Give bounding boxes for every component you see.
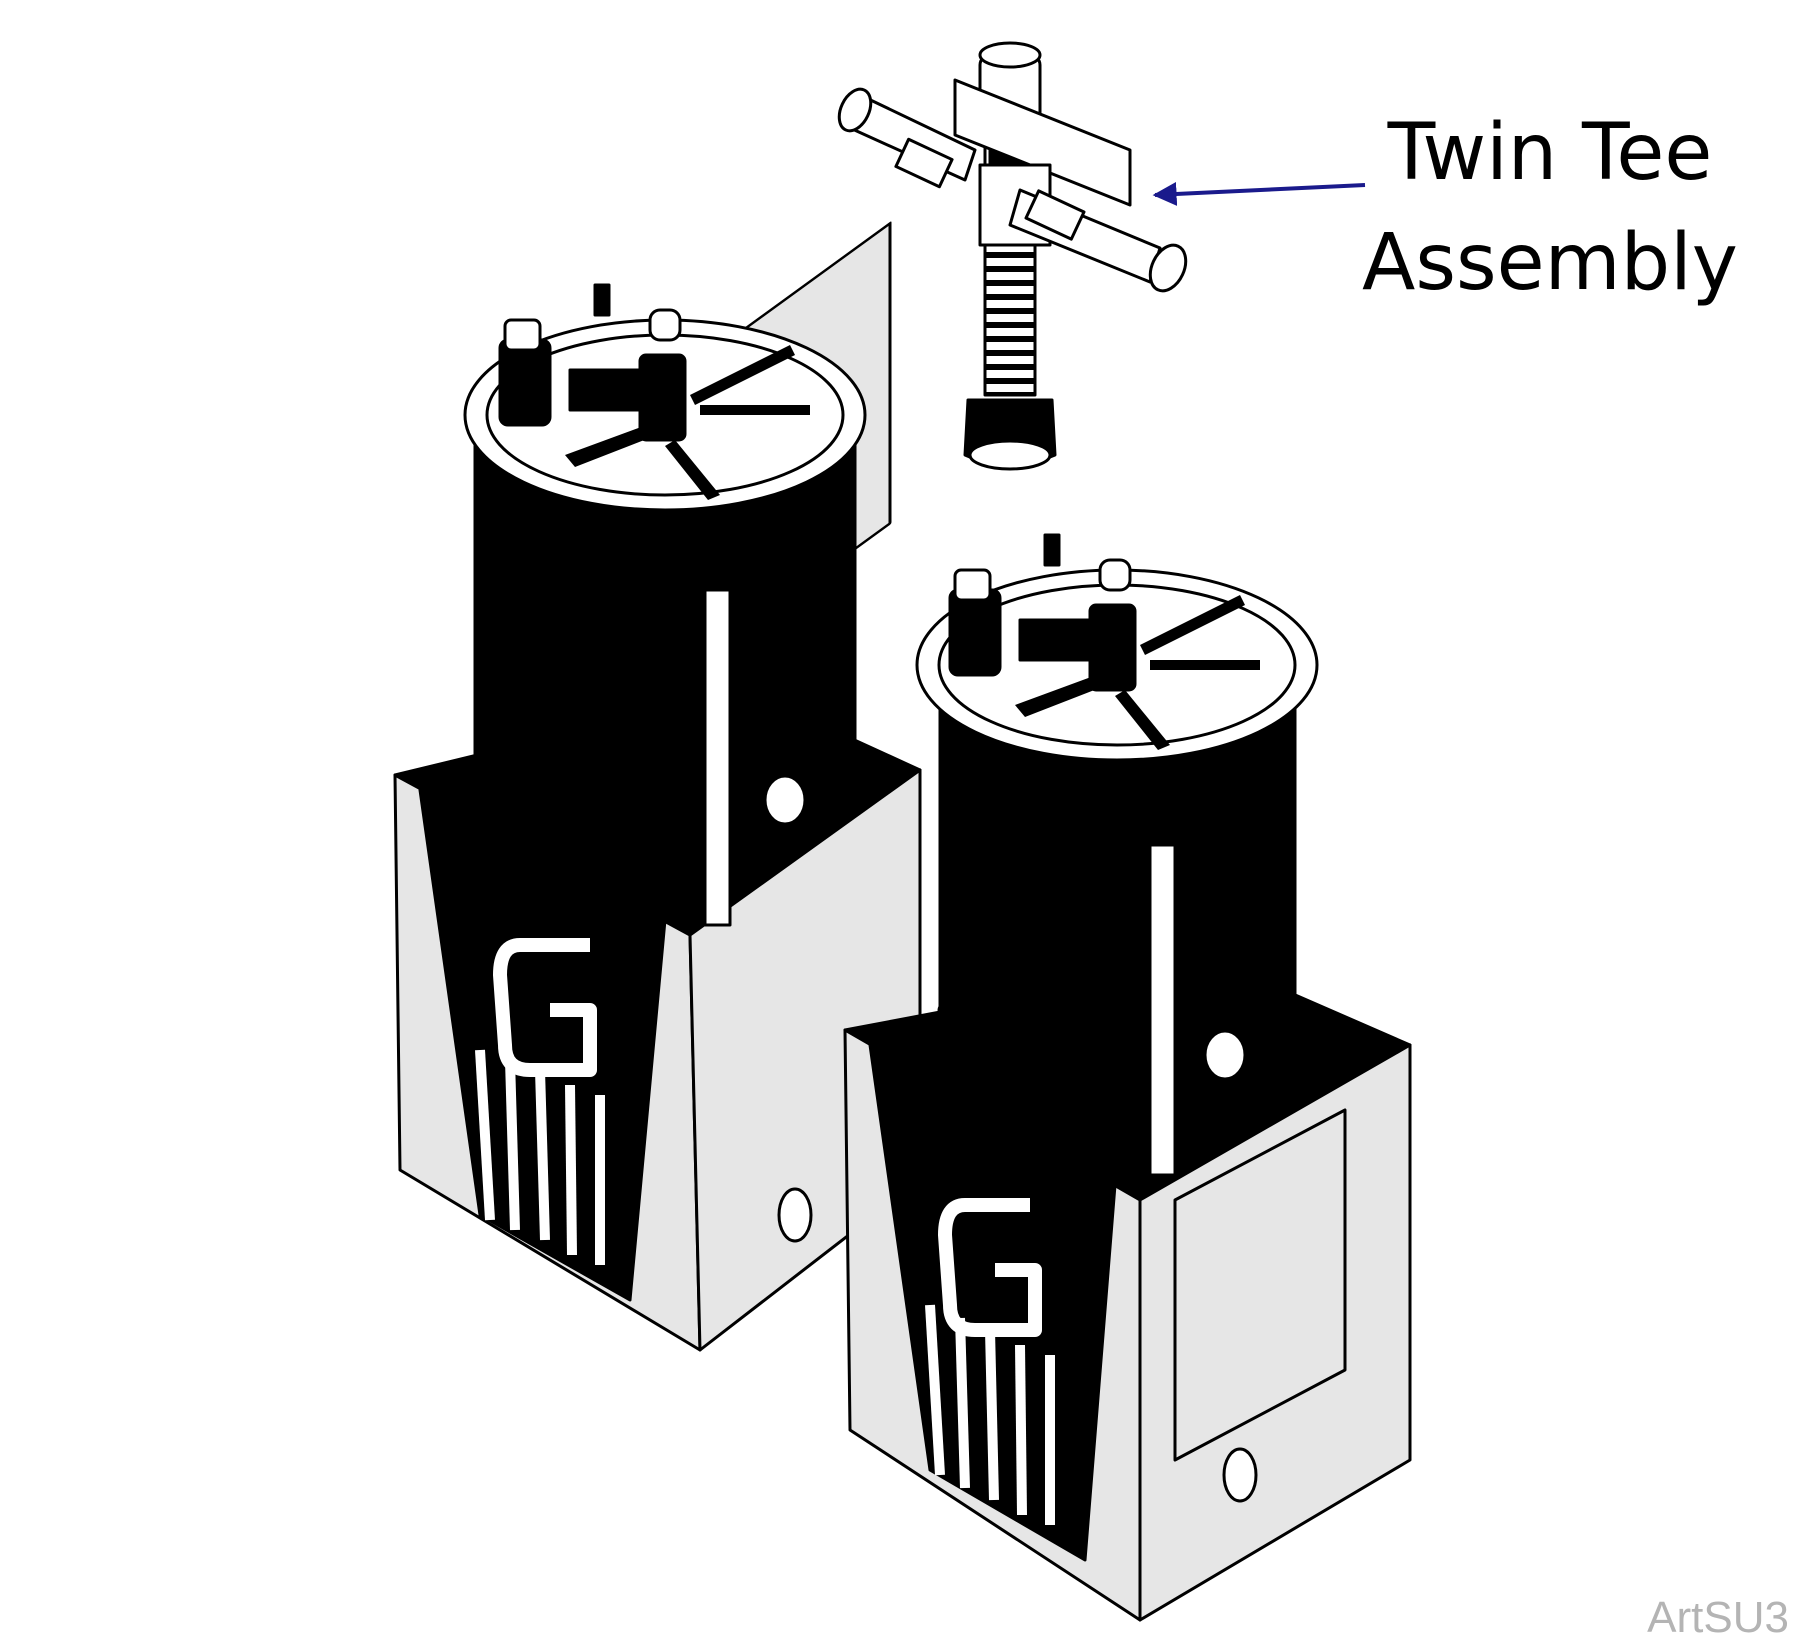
tank-outlet-right <box>1203 1029 1247 1081</box>
lid-spokes-right <box>1015 595 1260 750</box>
callout-arrow <box>1152 181 1366 206</box>
water-heater-unit-right <box>843 533 1412 1622</box>
tank-standpipe-right <box>1148 843 1177 1177</box>
tee-corrugated-hose <box>963 243 1057 471</box>
vent-slots-left <box>475 1049 605 1265</box>
art-id-label: ArtSU3 <box>1647 1593 1789 1642</box>
tee-right-pipe <box>1008 188 1188 293</box>
callout-label-line2: Assembly <box>1362 218 1738 308</box>
g-logo-right <box>938 1198 1042 1337</box>
callout-label: Twin Tee Assembly <box>1330 98 1770 318</box>
lid-fittings-right <box>948 533 1137 692</box>
twin-tee-assembly <box>837 41 1188 471</box>
g-logo-left <box>493 938 597 1077</box>
side-access-panel-right <box>1173 1108 1347 1462</box>
side-port-right <box>1222 1447 1258 1503</box>
lid-fittings-left <box>498 283 687 442</box>
tank-outlet-left <box>763 774 807 826</box>
callout-label-line1: Twin Tee <box>1387 108 1713 198</box>
water-heater-unit-left <box>393 221 922 1352</box>
side-port-left <box>777 1187 813 1243</box>
tank-bottom-right <box>937 978 1297 1042</box>
tank-bottom-left <box>473 743 857 807</box>
tee-bracket <box>953 78 1132 207</box>
tank-standpipe-left <box>703 588 732 927</box>
vent-slots-right <box>925 1304 1055 1525</box>
tee-left-pipe <box>837 87 977 189</box>
